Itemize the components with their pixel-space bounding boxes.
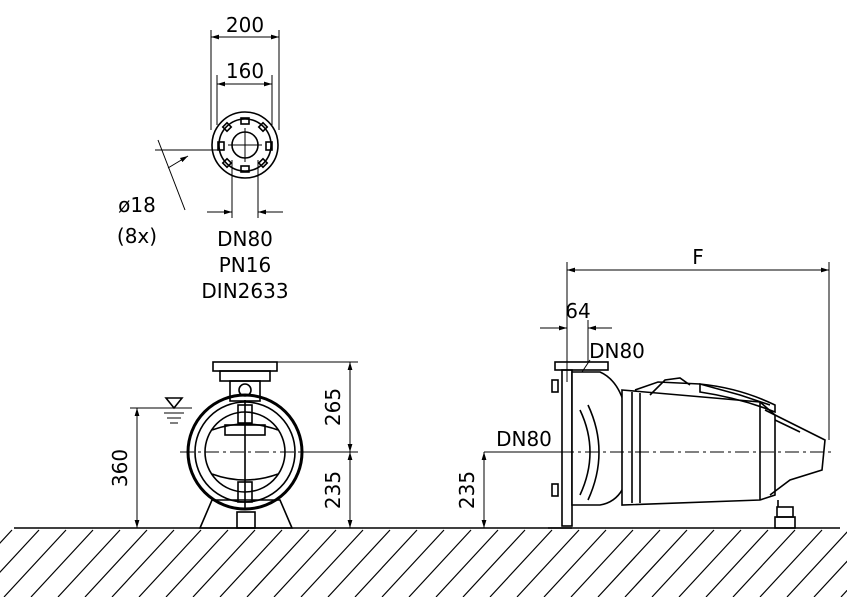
front-view: 360 265 235: [108, 361, 358, 529]
side-outlet-offset-label: 64: [565, 299, 590, 323]
front-water-level-height-label: 360: [108, 449, 132, 487]
flange-nominal-size-label: DN80: [217, 227, 273, 251]
flange-pressure-label: PN16: [219, 253, 271, 277]
bolt-holes: [217, 117, 273, 173]
side-outlet-size-label: DN80: [589, 339, 645, 363]
side-length-label: F: [692, 245, 704, 269]
front-upper-height-label: 265: [321, 388, 345, 426]
front-lower-height-label: 235: [321, 471, 345, 509]
flange-standard-label: DIN2633: [201, 279, 288, 303]
side-axis-height-label: 235: [455, 471, 479, 509]
side-inlet-size-label: DN80: [496, 427, 552, 451]
flange-bolt-circle-label: 160: [226, 59, 264, 83]
flange-hole-count-label: (8x): [117, 224, 157, 248]
ground-hatch: [0, 527, 847, 597]
flange-hole-diameter-label: ø18: [118, 193, 156, 217]
flange-outer-diameter-label: 200: [226, 13, 264, 37]
side-view: F 64 DN80 DN80 235: [455, 245, 835, 529]
flange-view: 200 160 ø18 (8x): [117, 13, 289, 303]
